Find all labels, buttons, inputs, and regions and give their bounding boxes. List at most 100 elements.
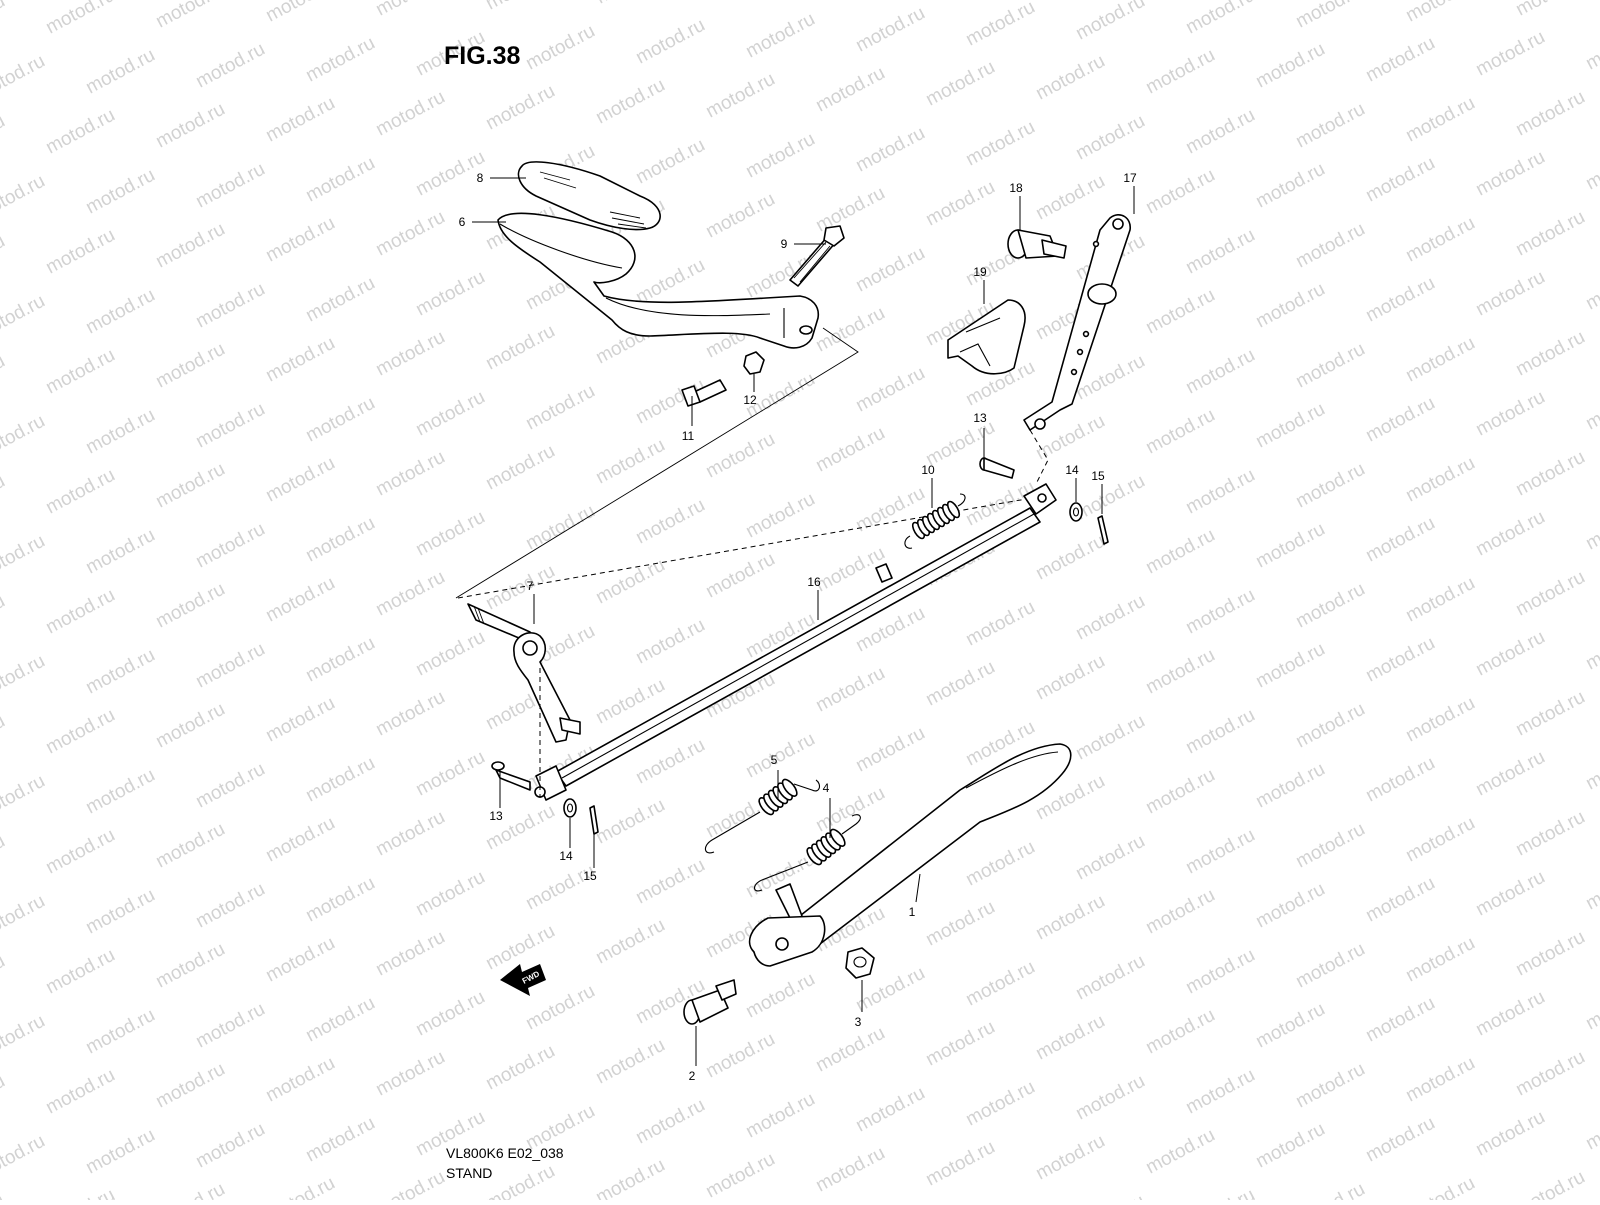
watermark-text: motod.ru <box>522 381 598 435</box>
watermark-text: motod.ru <box>192 519 268 573</box>
watermark-text: motod.ru <box>482 1041 558 1095</box>
watermark-text: motod.ru <box>0 471 9 525</box>
spring-hook <box>753 814 861 892</box>
spring-10 <box>904 493 966 549</box>
watermark-text: motod.ru <box>592 0 668 8</box>
watermark-text: motod.ru <box>1142 525 1218 579</box>
watermark-text: motod.ru <box>702 69 778 123</box>
watermark-text: motod.ru <box>192 39 268 93</box>
watermark-text: motod.ru <box>1472 987 1548 1041</box>
watermark-text: motod.ru <box>632 855 708 909</box>
watermark-text: motod.ru <box>262 213 338 267</box>
watermark-text: motod.ru <box>812 183 888 237</box>
guide-line <box>455 327 859 599</box>
cotter-15-upper <box>1097 515 1109 545</box>
watermark-text: motod.ru <box>742 1089 818 1143</box>
watermark-text: motod.ru <box>1182 465 1258 519</box>
watermark-text: motod.ru <box>1072 0 1148 44</box>
spring-coil <box>781 778 798 797</box>
watermark-text: motod.ru <box>1072 1191 1148 1200</box>
callout-label: 15 <box>583 869 597 883</box>
callout-label: 3 <box>855 1015 862 1029</box>
watermark-text: motod.ru <box>0 411 49 465</box>
watermark-text: motod.ru <box>812 1023 888 1077</box>
watermark-text: motod.ru <box>152 699 228 753</box>
watermark-text: motod.ru <box>42 705 118 759</box>
watermark-text: motod.ru <box>702 549 778 603</box>
watermark-text: motod.ru <box>0 711 9 765</box>
watermark-text: motod.ru <box>42 0 118 38</box>
shaft-pin <box>875 563 893 583</box>
watermark-text: motod.ru <box>1402 333 1478 387</box>
watermark-text: motod.ru <box>1072 1071 1148 1125</box>
watermark-text: motod.ru <box>1362 753 1438 807</box>
watermark-text: motod.ru <box>262 0 338 26</box>
watermark-text: motod.ru <box>1182 225 1258 279</box>
watermark-text: motod.ru <box>1402 813 1478 867</box>
watermark-text: motod.ru <box>1032 171 1108 225</box>
watermark-text: motod.ru <box>192 999 268 1053</box>
cover-19 <box>947 299 1026 375</box>
watermark-text: motod.ru <box>192 759 268 813</box>
watermark-text: motod.ru <box>42 105 118 159</box>
callout-label: 7 <box>527 579 534 593</box>
watermark-text: motod.ru <box>262 1053 338 1107</box>
callout-label: 14 <box>559 849 573 863</box>
watermark-text: motod.ru <box>632 615 708 669</box>
watermark-text: motod.ru <box>152 1059 228 1113</box>
watermark-text: motod.ru <box>1582 981 1600 1035</box>
watermark-text: motod.ru <box>262 933 338 987</box>
callout-label: 16 <box>807 575 821 589</box>
lever-7 <box>467 603 581 743</box>
watermark-text: motod.ru <box>702 1029 778 1083</box>
watermark-text: motod.ru <box>482 1161 558 1200</box>
watermark-text: motod.ru <box>852 363 928 417</box>
watermark-text: motod.ru <box>0 291 49 345</box>
watermark-text: motod.ru <box>1402 1173 1478 1200</box>
watermark-text: motod.ru <box>152 819 228 873</box>
watermark-text: motod.ru <box>1142 765 1218 819</box>
watermark-text: motod.ru <box>302 873 378 927</box>
watermark-text: motod.ru <box>262 453 338 507</box>
pedal-rubber <box>517 161 661 231</box>
watermark-text: motod.ru <box>82 525 158 579</box>
watermark-text: motod.ru <box>372 0 448 20</box>
watermark-text: motod.ru <box>152 459 228 513</box>
watermark-text: motod.ru <box>412 747 488 801</box>
watermark-text: motod.ru <box>1032 51 1108 105</box>
watermark-text: motod.ru <box>1472 267 1548 321</box>
callout-label: 2 <box>689 1069 696 1083</box>
callout-label: 13 <box>973 411 987 425</box>
watermark-text: motod.ru <box>592 75 668 129</box>
watermark-text: motod.ru <box>262 93 338 147</box>
watermark-text: motod.ru <box>262 573 338 627</box>
watermark-text: motod.ru <box>1142 405 1218 459</box>
watermark-text: motod.ru <box>812 1143 888 1197</box>
watermark-text: motod.ru <box>1582 141 1600 195</box>
watermark-text: motod.ru <box>1472 27 1548 81</box>
watermark-text: motod.ru <box>152 1179 228 1200</box>
watermark-text: motod.ru <box>1252 399 1328 453</box>
watermark-text: motod.ru <box>852 1083 928 1137</box>
watermark-text: motod.ru <box>0 891 49 945</box>
leader-line <box>915 873 921 903</box>
watermark-text: motod.ru <box>1292 99 1368 153</box>
watermark-text: motod.ru <box>1252 279 1328 333</box>
watermark-text: motod.ru <box>152 339 228 393</box>
watermark-text: motod.ru <box>632 135 708 189</box>
figure-title: FIG.38 <box>444 42 521 70</box>
watermark-text: motod.ru <box>372 207 448 261</box>
watermark-text: motod.ru <box>1362 393 1438 447</box>
watermark-text: motod.ru <box>372 1047 448 1101</box>
watermark-text: motod.ru <box>42 945 118 999</box>
watermark-text: motod.ru <box>1402 93 1478 147</box>
watermark-text: motod.ru <box>192 279 268 333</box>
watermark-text: motod.ru <box>1252 39 1328 93</box>
watermark-text: motod.ru <box>82 645 158 699</box>
watermark-text: motod.ru <box>1582 261 1600 315</box>
model-code: VL800K6 E02_038 <box>446 1145 564 1161</box>
watermark-text: motod.ru <box>1072 111 1148 165</box>
watermark-text: motod.ru <box>1512 0 1588 20</box>
